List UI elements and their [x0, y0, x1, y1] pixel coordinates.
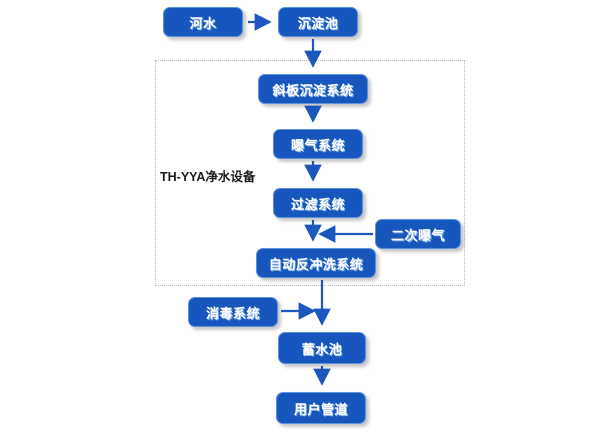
equipment-group-label: TH-YYA净水设备 — [160, 170, 256, 184]
node-auto-backwash-system[interactable]: 自动反冲洗系统 — [256, 248, 376, 278]
node-aeration-system[interactable]: 曝气系统 — [273, 129, 363, 159]
node-sedimentation-tank[interactable]: 沉淀池 — [278, 7, 358, 37]
node-disinfection-system[interactable]: 消毒系统 — [188, 297, 278, 327]
node-filtration-system[interactable]: 过滤系统 — [273, 188, 363, 218]
node-secondary-aeration[interactable]: 二次曝气 — [375, 219, 461, 249]
node-inclined-plate-sedimentation[interactable]: 斜板沉淀系统 — [258, 74, 368, 104]
node-reservoir[interactable]: 蓄水池 — [278, 332, 366, 364]
node-river-water[interactable]: 河水 — [163, 7, 243, 37]
node-user-pipeline[interactable]: 用户管道 — [276, 392, 366, 424]
